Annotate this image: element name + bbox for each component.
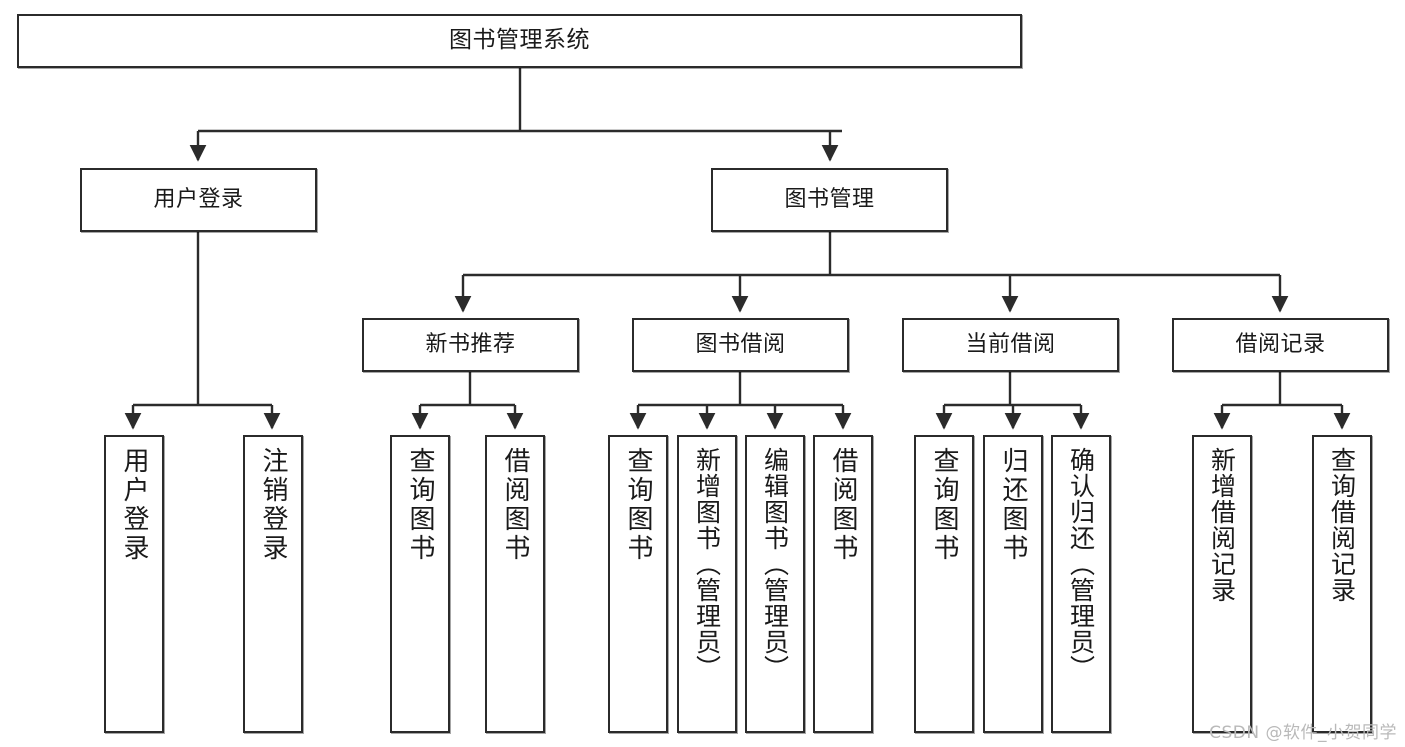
leaf-return-book[interactable]: 归还图书 [983,435,1043,733]
leaf-borrow-book[interactable]: 借阅图书 [813,435,873,733]
leaf-add-book-admin[interactable]: 新增图书（管理员） [677,435,737,733]
leaf-borrow-book-recommend[interactable]: 借阅图书 [485,435,545,733]
node-label: 查询图书 [405,447,435,563]
node-label: 查询图书 [623,447,653,563]
node-label: 当前借阅 [965,331,1056,357]
node-book-borrow[interactable]: 图书借阅 [632,318,849,372]
leaf-query-borrow-record[interactable]: 查询借阅记录 [1312,435,1372,733]
leaf-query-book-current[interactable]: 查询图书 [914,435,974,733]
node-label: 用户登录 [153,186,244,212]
node-user-login[interactable]: 用户登录 [80,168,317,232]
leaf-query-book-recommend[interactable]: 查询图书 [390,435,450,733]
node-label: 借阅记录 [1235,331,1326,357]
node-label: 借阅图书 [500,447,530,563]
node-label: 确认归还（管理员） [1066,447,1096,681]
node-label: 新增借阅记录 [1207,447,1237,603]
leaf-edit-book-admin[interactable]: 编辑图书（管理员） [745,435,805,733]
node-borrow-record[interactable]: 借阅记录 [1172,318,1389,372]
node-label: 图书借阅 [695,331,786,357]
node-current-borrow[interactable]: 当前借阅 [902,318,1119,372]
node-book-manage[interactable]: 图书管理 [711,168,948,232]
node-label: 图书管理 [784,186,875,212]
csdn-watermark: CSDN @软件_小贺同学 [1209,723,1397,743]
leaf-add-borrow-record[interactable]: 新增借阅记录 [1192,435,1252,733]
node-label: 用户登录 [119,447,149,563]
node-label: 借阅图书 [828,447,858,563]
leaf-user-login[interactable]: 用户登录 [104,435,164,733]
node-label: 查询图书 [929,447,959,563]
node-label: 图书管理系统 [449,27,590,54]
node-label: 编辑图书（管理员） [760,447,790,681]
node-new-book-recommend[interactable]: 新书推荐 [362,318,579,372]
leaf-confirm-return-admin[interactable]: 确认归还（管理员） [1051,435,1111,733]
node-label: 归还图书 [998,447,1028,563]
node-label: 新增图书（管理员） [692,447,722,681]
node-label: 注销登录 [258,447,288,563]
node-label: 新书推荐 [425,331,516,357]
node-label: 查询借阅记录 [1327,447,1357,603]
node-root-system[interactable]: 图书管理系统 [17,14,1022,68]
leaf-logout[interactable]: 注销登录 [243,435,303,733]
leaf-query-book-borrow[interactable]: 查询图书 [608,435,668,733]
